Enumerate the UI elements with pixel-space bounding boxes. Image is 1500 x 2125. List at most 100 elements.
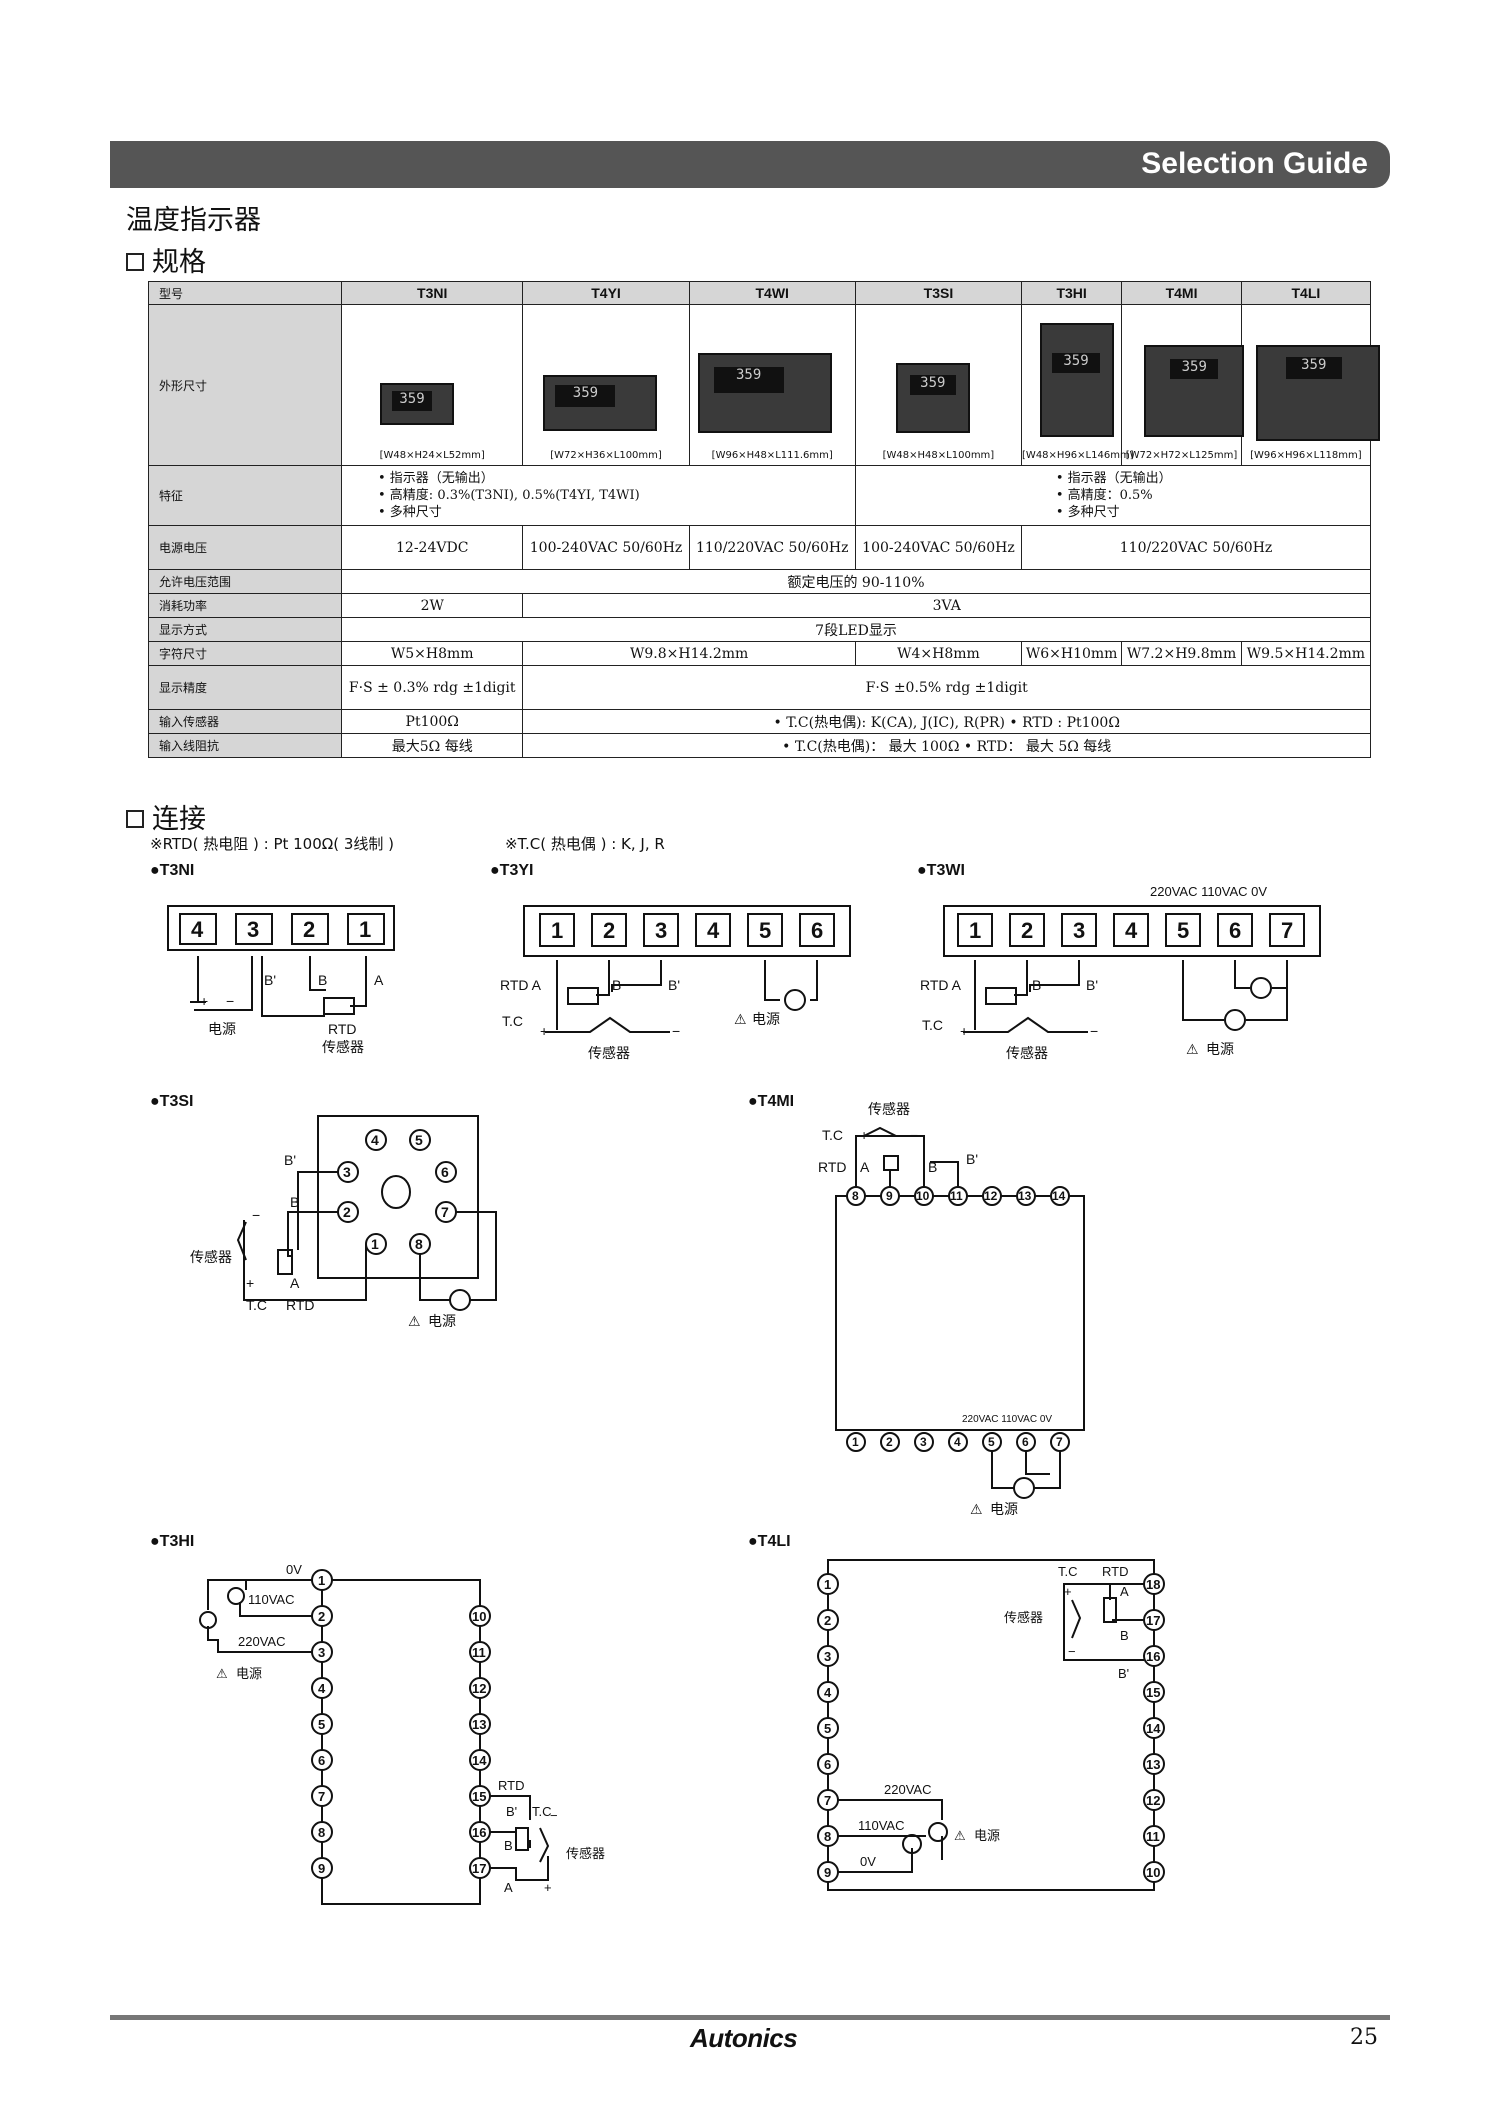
svg-text:14: 14 (1146, 1721, 1161, 1736)
terminal: 1 (359, 917, 371, 942)
svg-text:−: − (226, 993, 234, 1009)
svg-text:A: A (860, 1159, 870, 1175)
row-label: 字符尺寸 (148, 641, 342, 666)
svg-text:A: A (290, 1275, 300, 1291)
svg-text:+: + (1064, 1584, 1072, 1599)
svg-text:+: + (246, 1275, 254, 1291)
feature-left: • 指示器（无输出）• 高精度: 0.3%(T3NI), 0.5%(T4YI, … (341, 465, 856, 526)
svg-text:17: 17 (1146, 1613, 1160, 1628)
terminal: 3 (247, 917, 259, 942)
model-header: T4LI (1240, 281, 1372, 305)
svg-text:B: B (290, 1194, 299, 1210)
svg-text:16: 16 (472, 1825, 486, 1840)
svg-text:3: 3 (1073, 918, 1085, 943)
svg-text:−: − (1090, 1023, 1098, 1039)
svg-text:8: 8 (824, 1829, 831, 1844)
svg-text:−: − (252, 1207, 260, 1223)
svg-text:12: 12 (984, 1189, 998, 1203)
svg-text:2: 2 (343, 1204, 351, 1220)
product-image-t3hi: 359 [W48×H96×L146mm] (1021, 304, 1134, 466)
row-label: 输入线阻抗 (148, 733, 342, 758)
svg-text:+: + (200, 993, 208, 1009)
svg-text:⚠: ⚠ (408, 1313, 421, 1329)
svg-text:10: 10 (916, 1189, 930, 1203)
model-header: T4YI (522, 281, 690, 305)
svg-text:RTD A: RTD A (500, 977, 542, 993)
svg-text:A: A (1120, 1584, 1129, 1599)
diagram-label-t3yi: ●T3YI (490, 862, 534, 879)
svg-text:4: 4 (318, 1681, 326, 1696)
model-header: T3HI (1021, 281, 1123, 305)
page-title: 温度指示器 (126, 205, 261, 236)
svg-text:2: 2 (318, 1609, 325, 1624)
svg-text:B': B' (1086, 977, 1098, 993)
svg-text:6: 6 (318, 1753, 325, 1768)
svg-text:18: 18 (1146, 1577, 1160, 1592)
svg-text:0V: 0V (860, 1854, 876, 1869)
t4li-diagram: 1 2 3 4 5 6 7 8 9 18 17 16 15 14 13 12 1… (817, 1559, 1165, 1891)
svg-text:5: 5 (1177, 918, 1189, 943)
t4mi-diagram: 8 9 10 11 12 13 14 1 2 3 4 5 6 7 传感器 T.C… (818, 1101, 1085, 1517)
svg-text:110VAC: 110VAC (858, 1818, 905, 1833)
svg-text:⚠: ⚠ (954, 1828, 966, 1843)
line-res-cell: 最大5Ω 每线 (340, 733, 524, 758)
svg-text:12: 12 (472, 1681, 486, 1696)
svg-text:6: 6 (811, 918, 823, 943)
svg-text:电源: 电源 (236, 1666, 262, 1681)
svg-text:8: 8 (318, 1825, 325, 1840)
svg-text:3: 3 (920, 1435, 927, 1449)
brand-logo: Autonics (690, 2023, 798, 2053)
diagram-label-t3si: ●T3SI (150, 1093, 194, 1110)
svg-text:−: − (672, 1023, 680, 1039)
svg-text:220VAC: 220VAC (884, 1782, 931, 1797)
svg-text:传感器: 传感器 (190, 1249, 232, 1265)
svg-text:4: 4 (824, 1685, 832, 1700)
col-header-model: 型号 (148, 281, 342, 305)
product-image-t4mi: 359 [W72×H72×L125mm] (1121, 304, 1245, 466)
svg-text:110VAC: 110VAC (248, 1592, 295, 1607)
svg-text:传感器: 传感器 (566, 1846, 605, 1861)
power-label: 电源 (208, 1021, 236, 1037)
model-header: T4MI (1121, 281, 1242, 305)
svg-text:电源: 电源 (752, 1011, 780, 1027)
model-header: T3SI (854, 281, 1023, 305)
svg-text:电源: 电源 (974, 1828, 1000, 1843)
svg-text:5: 5 (318, 1717, 325, 1732)
t3hi-diagram: 1 2 3 4 5 6 7 8 9 10 11 12 13 14 15 16 1… (199, 1562, 605, 1905)
svg-text:13: 13 (1146, 1757, 1160, 1772)
svg-text:3: 3 (655, 918, 667, 943)
svg-text:12: 12 (1146, 1793, 1160, 1808)
svg-text:9: 9 (824, 1865, 831, 1880)
sensor-cell: • T.C(热电偶): K(CA), J(IC), R(PR) • RTD : … (522, 709, 1371, 734)
svg-text:7: 7 (1281, 918, 1293, 943)
svg-text:电源: 电源 (428, 1313, 456, 1329)
svg-text:13: 13 (472, 1717, 486, 1732)
diagram-label-t3ni: ●T3NI (150, 862, 195, 879)
svg-text:+: + (544, 1880, 552, 1895)
svg-text:3: 3 (824, 1649, 831, 1664)
svg-text:7: 7 (824, 1793, 831, 1808)
diagram-label-t4li: ●T4LI (748, 1533, 791, 1550)
row-label: 电源电压 (148, 525, 342, 570)
display-cell: 7段LED显示 (341, 617, 1371, 642)
row-label: 外形尺寸 (148, 304, 342, 466)
svg-text:RTD: RTD (818, 1159, 847, 1175)
svg-text:15: 15 (472, 1789, 486, 1804)
consumption-cell: 2W (340, 593, 524, 618)
product-image-t4li: 359 [W96×H96×L118mm] (1240, 304, 1380, 466)
svg-text:−: − (1068, 1644, 1076, 1659)
svg-text:传感器: 传感器 (322, 1039, 364, 1055)
char-size-cell: W9.5×H14.2mm (1240, 641, 1372, 666)
svg-text:A: A (374, 972, 384, 988)
power-cell: 100-240VAC 50/60Hz (854, 525, 1023, 570)
svg-text:⚠: ⚠ (1186, 1041, 1199, 1057)
svg-text:B': B' (264, 972, 276, 988)
svg-text:6: 6 (824, 1757, 831, 1772)
svg-text:7: 7 (318, 1789, 325, 1804)
svg-text:5: 5 (415, 1132, 423, 1148)
svg-text:2: 2 (824, 1613, 831, 1628)
diagram-label-t3hi: ●T3HI (150, 1533, 195, 1550)
